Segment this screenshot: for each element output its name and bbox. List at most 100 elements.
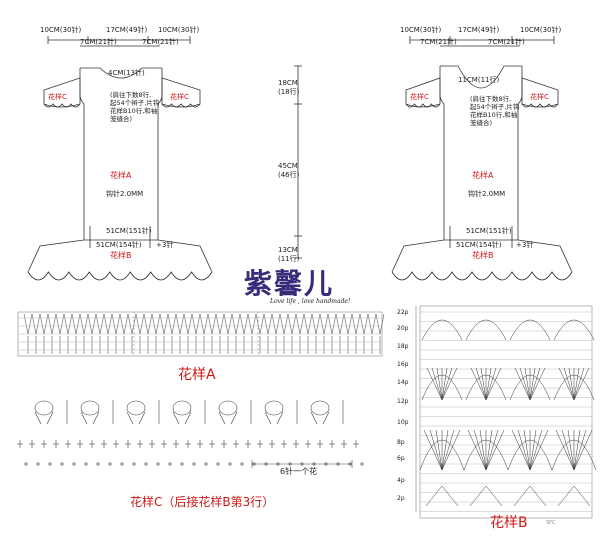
- stitch-mark: [172, 411, 180, 425]
- stitch-mark: [557, 485, 591, 507]
- stitch-mark: [514, 367, 531, 401]
- stitch-mark: [291, 313, 297, 335]
- stitch-mark: [223, 313, 229, 335]
- stitch-mark: [435, 429, 443, 471]
- stitch-mark: [335, 313, 341, 335]
- stitch-mark: [441, 429, 461, 471]
- chain-dot: [120, 462, 124, 466]
- chain-loop: [172, 400, 192, 416]
- stitch-mark: [429, 429, 443, 471]
- stitch-mark: [295, 313, 301, 335]
- center-dimension-line: [294, 65, 302, 259]
- chain-dot: [72, 462, 76, 466]
- row-label: 20p: [397, 325, 409, 332]
- stitch-mark: [469, 485, 503, 507]
- stitch-mark: [138, 411, 146, 425]
- stitch-mark: [151, 313, 157, 335]
- stitch-mark: [91, 313, 97, 335]
- stitch-mark: [524, 367, 531, 401]
- stitch-mark: [263, 313, 269, 335]
- right-plus-stitches: +3针: [516, 241, 534, 249]
- chain-dot: [132, 462, 136, 466]
- stitch-mark: [167, 313, 173, 335]
- stitch-mark: [231, 313, 237, 335]
- stitch-mark: [425, 485, 459, 507]
- chain-dot: [204, 462, 208, 466]
- row-label: 14p: [397, 379, 409, 386]
- pattern-c-title: 花样C（后接花样B第3行）: [130, 495, 275, 509]
- right-width-2: 51CM(154针): [456, 241, 502, 249]
- stitch-mark: [573, 367, 580, 401]
- chain-dot: [48, 462, 52, 466]
- stitch-mark: [51, 313, 57, 335]
- chain-dot: [228, 462, 232, 466]
- stitch-mark: [55, 313, 61, 335]
- stitch-mark: [436, 367, 443, 401]
- stitch-mark: [331, 313, 337, 335]
- stitch-mark: [315, 313, 321, 335]
- center-dim-1: 18CM: [278, 79, 298, 87]
- chain-loop: [218, 400, 238, 416]
- chain-loop: [126, 400, 146, 416]
- stitch-mark: [470, 367, 487, 401]
- stitch-mark: [307, 313, 313, 335]
- right-sleeve-label-right: 花样C: [530, 93, 549, 101]
- stitch-mark: [573, 367, 585, 401]
- stitch-mark: [23, 313, 29, 335]
- left-dim-top-2: 17CM(49针): [106, 26, 148, 34]
- pattern-a-title: 花样A: [178, 367, 216, 383]
- chain-dot: [144, 462, 148, 466]
- stitch-mark: [115, 313, 121, 335]
- chain-dot: [36, 462, 40, 466]
- stitch-mark: [92, 411, 100, 425]
- left-neck-dim: 4CM(13针): [108, 69, 145, 77]
- stitch-mark: [171, 313, 177, 335]
- stitch-mark: [485, 429, 499, 471]
- stitch-mark: [473, 429, 487, 471]
- stitch-mark: [126, 411, 134, 425]
- chain-dot: [24, 462, 28, 466]
- center-dim-1-rows: (18行): [278, 88, 300, 96]
- stitch-mark: [555, 429, 575, 471]
- stitch-mark: [485, 367, 502, 401]
- stitch-mark: [179, 313, 185, 335]
- stitch-mark: [558, 367, 575, 401]
- pattern-b-chart: [415, 305, 597, 519]
- stitch-mark: [159, 313, 165, 335]
- chain-dot: [168, 462, 172, 466]
- row-label: 2p: [397, 495, 405, 502]
- stitch-mark: [319, 313, 325, 335]
- stitch-mark: [485, 429, 493, 471]
- stitch-mark: [561, 429, 575, 471]
- stitch-mark: [323, 313, 329, 335]
- stitch-mark: [207, 313, 213, 335]
- right-dim-top-2: 17CM(49针): [458, 26, 500, 34]
- stitch-mark: [359, 313, 365, 335]
- stitch-mark: [239, 313, 245, 335]
- stitch-mark: [199, 313, 205, 335]
- chain-loop: [34, 400, 54, 416]
- stitch-mark: [511, 429, 531, 471]
- left-hook-size: 钩针2.0MM: [106, 190, 144, 198]
- left-dim-top-3: 10CM(30针): [158, 26, 200, 34]
- left-plus-stitches: +3针: [156, 241, 174, 249]
- stitch-mark: [573, 367, 590, 401]
- right-garment: [391, 36, 573, 273]
- right-dim-second-2: 7CM(21针): [488, 38, 525, 46]
- row-label: 12p: [397, 398, 409, 405]
- stitch-mark: [529, 429, 543, 471]
- stitch-mark: [573, 429, 587, 471]
- center-dim-2-rows: (46行): [278, 171, 300, 179]
- brand-logo: 紫馨儿: [244, 267, 335, 300]
- stitch-mark: [355, 313, 361, 335]
- stitch-mark: [303, 313, 309, 335]
- stitch-mark: [563, 367, 575, 401]
- stitch-mark: [480, 367, 487, 401]
- stitch-mark: [163, 313, 169, 335]
- stitch-mark: [79, 313, 85, 335]
- right-scallops: [391, 103, 573, 281]
- stitch-mark: [46, 411, 54, 425]
- stitch-mark: [175, 313, 181, 335]
- stitch-mark: [279, 313, 285, 335]
- stitch-mark: [363, 313, 369, 335]
